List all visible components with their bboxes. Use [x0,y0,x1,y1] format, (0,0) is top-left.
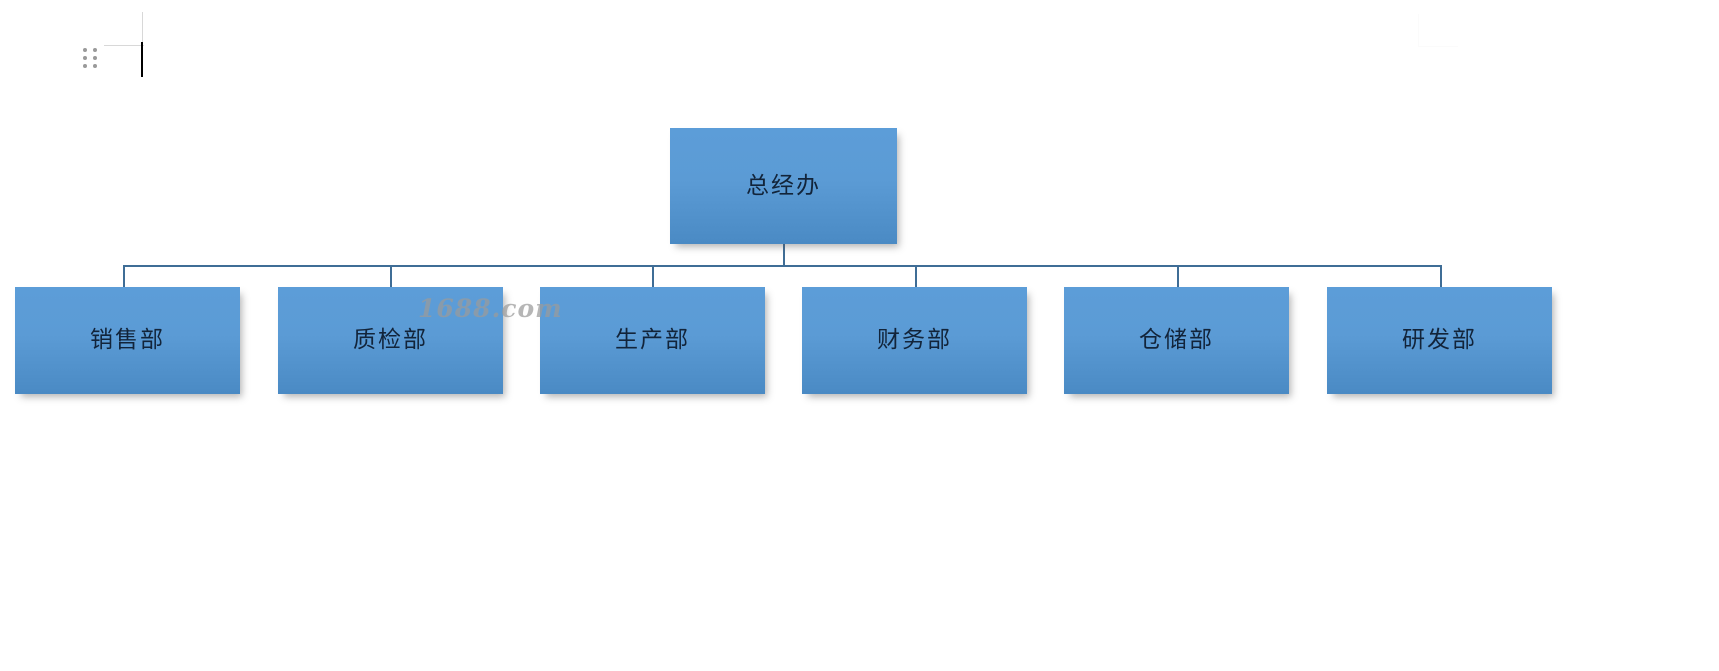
org-node-rnd[interactable]: 研发部 [1327,287,1552,394]
org-node-root[interactable]: 总经办 [670,128,897,244]
org-node-label: 研发部 [1402,327,1477,353]
org-node-qc[interactable]: 质检部 [278,287,503,394]
org-node-sales[interactable]: 销售部 [15,287,240,394]
org-node-label: 仓储部 [1139,327,1214,353]
grip-dot [92,48,97,52]
grip-dot [83,64,87,68]
connector-child-stem-qc [390,265,392,287]
org-node-label: 销售部 [90,327,165,353]
grip-dot [92,56,97,60]
grip-dot [83,48,87,52]
org-node-production[interactable]: 生产部 [540,287,765,394]
org-node-label: 质检部 [353,327,428,353]
connector-horizontal-bus [123,265,1440,267]
grip-dot [92,64,97,68]
org-node-warehouse[interactable]: 仓储部 [1064,287,1289,394]
connector-child-stem-sales [123,265,125,287]
org-node-finance[interactable]: 财务部 [802,287,1027,394]
connector-child-stem-production [652,265,654,287]
grip-dot [83,56,87,60]
org-node-label: 生产部 [615,327,690,353]
org-node-label: 总经办 [746,172,821,199]
connector-child-stem-warehouse [1177,265,1179,287]
org-node-label: 财务部 [877,327,952,353]
drag-handle-icon[interactable] [83,48,99,70]
connector-root-stem [783,243,785,265]
connector-child-stem-finance [915,265,917,287]
text-cursor-caret [141,42,143,77]
connector-child-stem-rnd [1440,265,1442,287]
